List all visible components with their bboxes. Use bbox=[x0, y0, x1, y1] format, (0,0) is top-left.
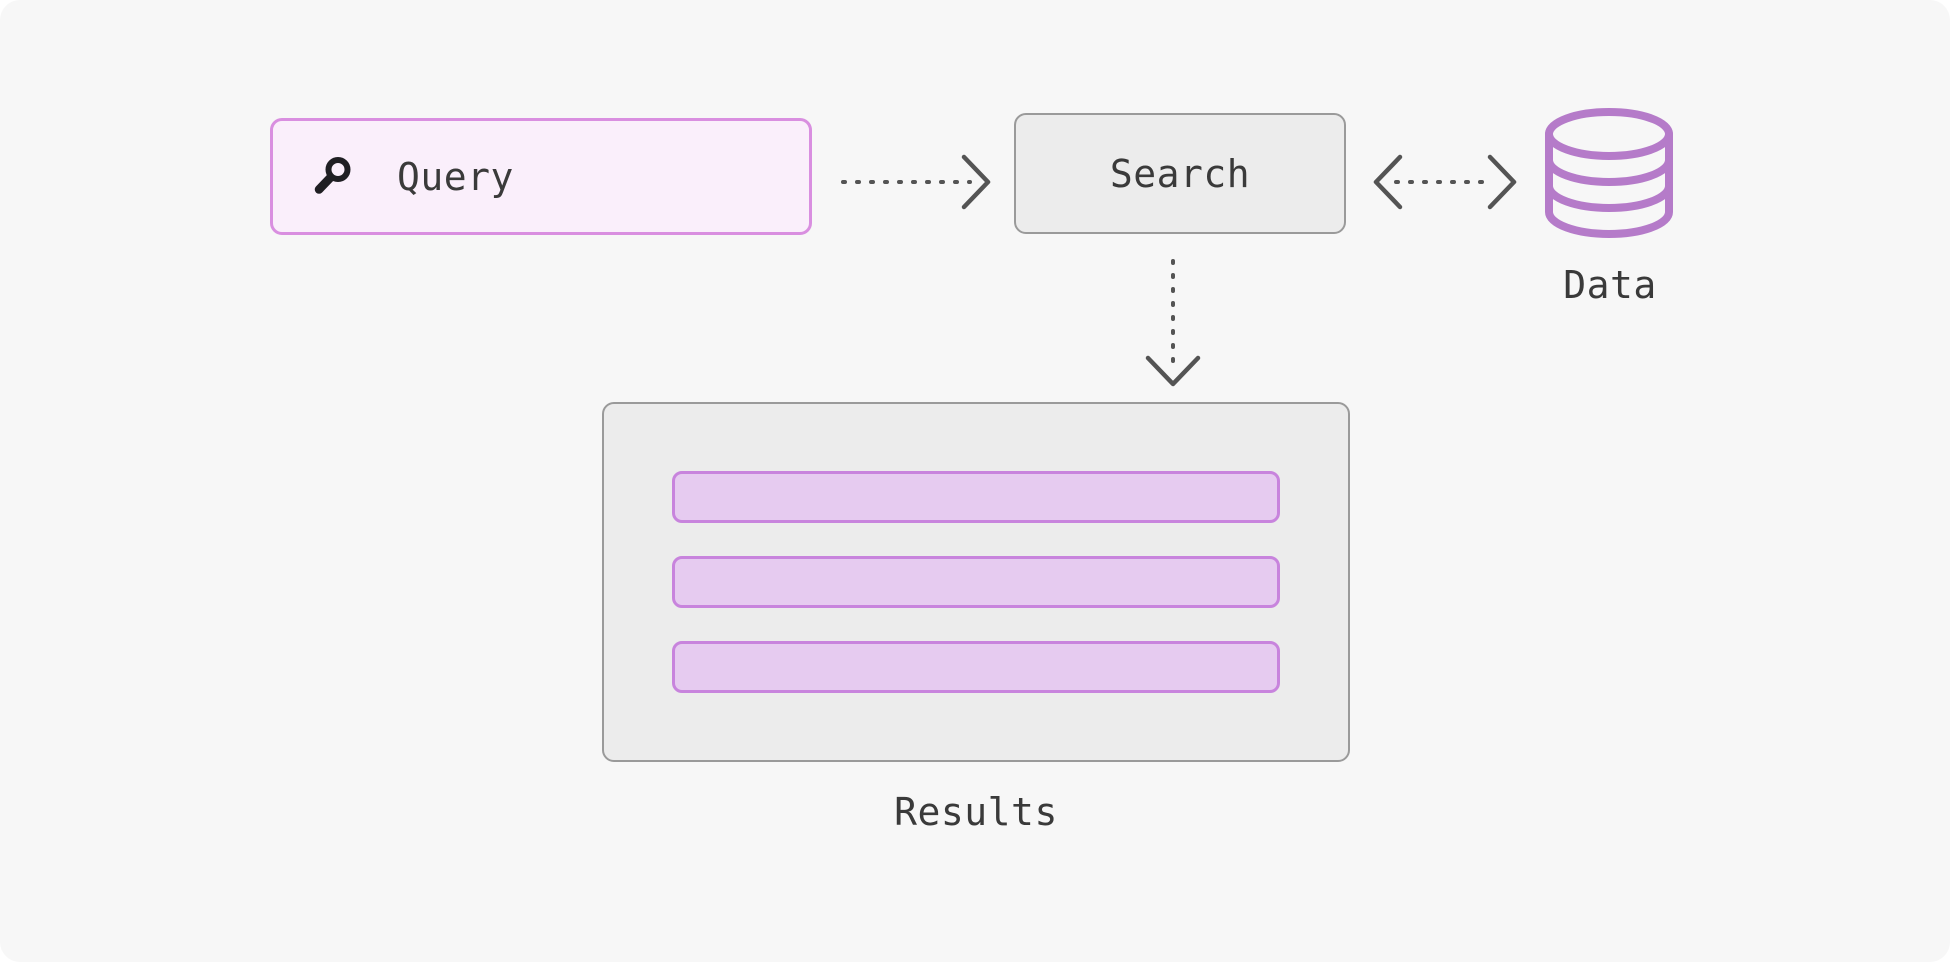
arrow-search-to-results bbox=[1145, 259, 1201, 387]
result-bar-2[interactable] bbox=[672, 556, 1280, 608]
results-label-wrapper: Results bbox=[602, 790, 1350, 834]
search-icon bbox=[314, 156, 351, 194]
query-label: Query bbox=[397, 154, 514, 199]
data-label: Data bbox=[1563, 263, 1657, 307]
arrow-query-to-search bbox=[841, 154, 991, 210]
data-label-wrapper: Data bbox=[1480, 263, 1740, 307]
search-node[interactable]: Search bbox=[1014, 113, 1346, 234]
results-node[interactable] bbox=[602, 402, 1350, 762]
result-bar-3[interactable] bbox=[672, 641, 1280, 693]
query-input-box[interactable]: Query bbox=[270, 118, 812, 235]
search-label: Search bbox=[1109, 151, 1251, 196]
database-cylinder-icon bbox=[1545, 108, 1673, 238]
result-bar-1[interactable] bbox=[672, 471, 1280, 523]
results-label: Results bbox=[894, 790, 1058, 834]
arrow-search-to-data bbox=[1373, 154, 1517, 210]
